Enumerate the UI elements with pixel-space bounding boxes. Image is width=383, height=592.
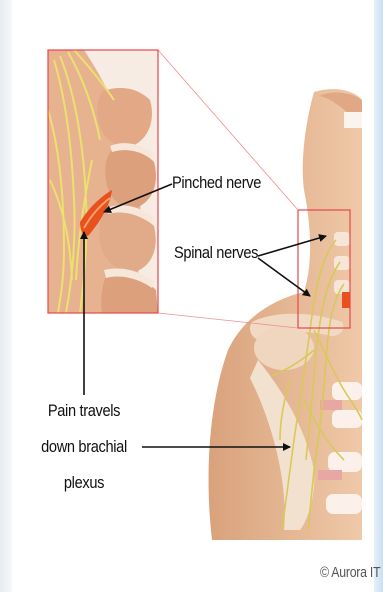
pinched-nerve-illustration (14, 0, 374, 592)
pinched-nerve-label: Pinched nerve (172, 173, 261, 193)
spinal-nerves-label: Spinal nerves (174, 243, 258, 263)
illustration-card: Pinched nerve Spinal nerves Pain travels… (14, 0, 374, 592)
teeth-shape (344, 112, 362, 128)
pain-travels-label-line3: plexus (24, 473, 144, 493)
right-page-gutter (373, 0, 383, 592)
spinal-nerves-arrow-lower (258, 258, 310, 296)
pain-travels-label-line1: Pain travels (24, 401, 144, 421)
pain-travels-label-line2: down brachial (24, 437, 144, 457)
zoomed-inset (48, 50, 158, 313)
left-page-gutter (0, 0, 12, 592)
torso-silhouette (209, 89, 362, 540)
copyright-notice: © Aurora IT (320, 564, 380, 581)
